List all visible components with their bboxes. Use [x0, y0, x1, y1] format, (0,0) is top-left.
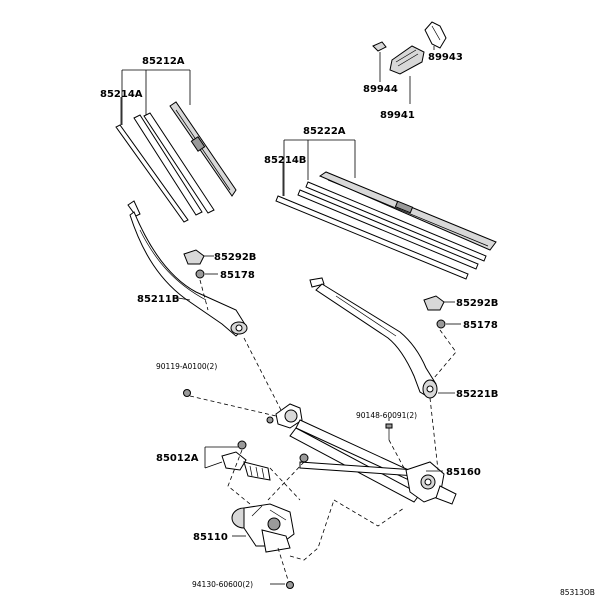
leader-85211B: [177, 297, 191, 301]
label-85292B-right: 85292B: [456, 298, 498, 309]
label-85178-left: 85178: [220, 270, 255, 281]
label-89941: 89941: [380, 110, 415, 121]
crank-arm-85012A: [221, 440, 271, 481]
label-85110: 85110: [193, 532, 228, 543]
leader-85222A: [283, 139, 356, 196]
label-90119: 90119-A0100(2): [156, 362, 217, 371]
wiper-link-85160: [266, 403, 457, 505]
label-94130: 94130-60600(2): [192, 580, 253, 589]
nut-85178-right: [436, 319, 446, 329]
cap-85292B-right: [423, 295, 445, 311]
clip-89944: [372, 41, 387, 52]
clip-89941: [389, 45, 425, 75]
label-90148: 90148-60091(2): [356, 411, 417, 420]
clip-89943: [424, 21, 447, 49]
nut-85178-left: [195, 269, 205, 279]
label-85012A: 85012A: [156, 453, 199, 464]
cap-85292B-left: [183, 249, 205, 265]
label-85178-right: 85178: [463, 320, 498, 331]
wiper-blade-85212A: [115, 101, 237, 223]
label-85160: 85160: [446, 467, 481, 478]
label-85214A: 85214A: [100, 89, 143, 100]
wiper-arm-85221B: [309, 277, 438, 399]
bolt-90148: [385, 423, 393, 440]
label-85212A: 85212A: [142, 56, 185, 67]
label-85221B: 85221B: [456, 389, 498, 400]
label-85214B: 85214B: [264, 155, 306, 166]
bolt-94130: [286, 581, 294, 589]
wiper-arm-85211B: [127, 200, 248, 337]
assembly-dashed-lines: [189, 279, 457, 581]
wiper-motor-85110: [231, 503, 295, 553]
label-85292B-left: 85292B: [214, 252, 256, 263]
label-85222A: 85222A: [303, 126, 346, 137]
label-85211B: 85211B: [137, 294, 179, 305]
diagram-reference: 85313OB: [560, 588, 595, 597]
bolt-90119: [183, 389, 191, 397]
label-89943: 89943: [428, 52, 463, 63]
wiper-blade-85222A: [275, 171, 497, 280]
leader-85012A: [204, 446, 238, 469]
leader-85212A: [121, 69, 191, 125]
label-89944: 89944: [363, 84, 398, 95]
